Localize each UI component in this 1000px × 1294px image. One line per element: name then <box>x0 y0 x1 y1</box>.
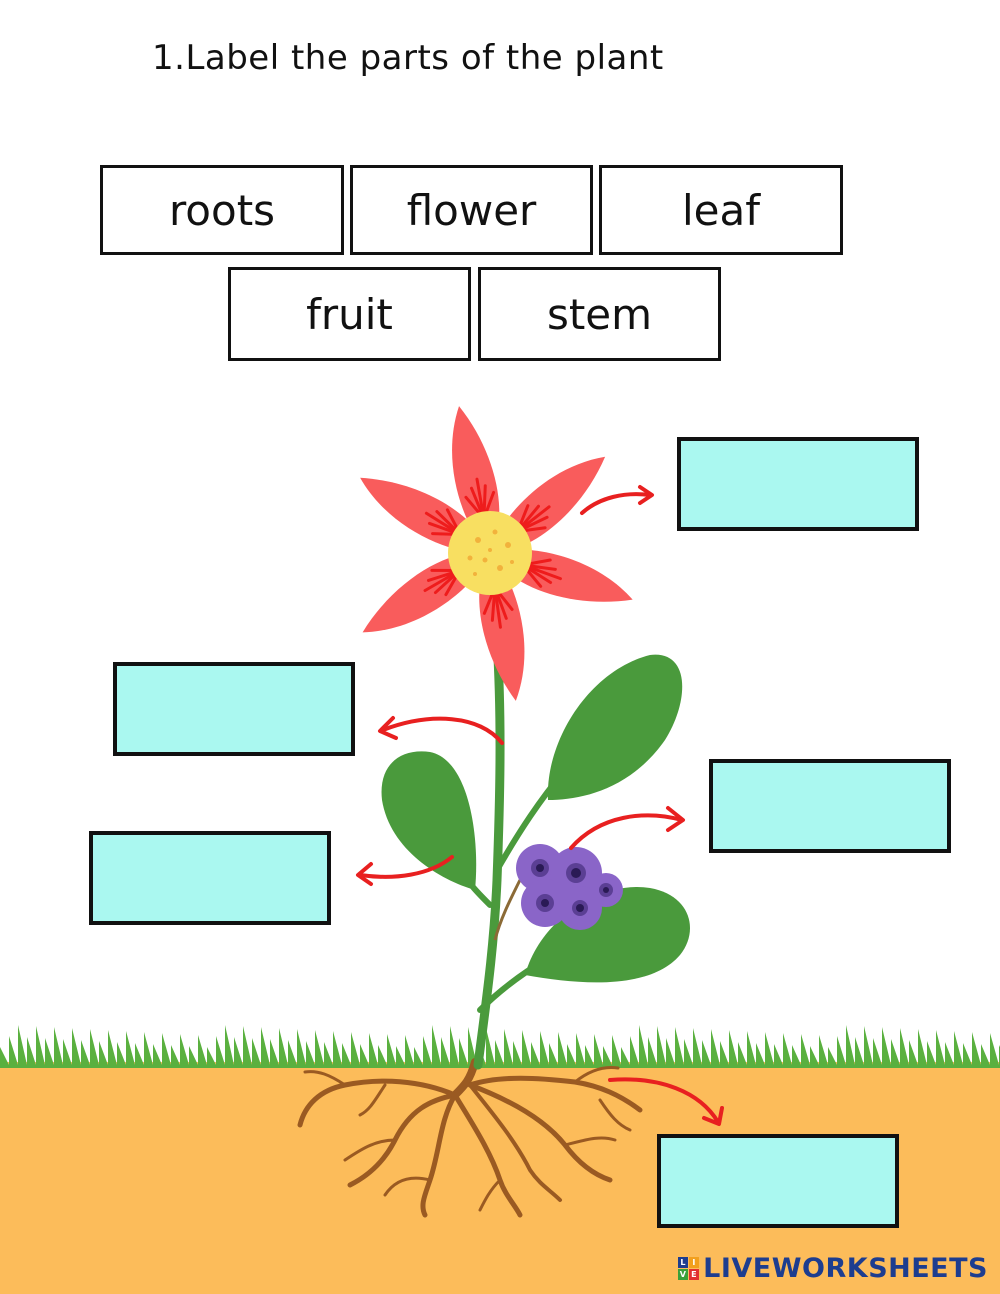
grass <box>0 1025 1000 1068</box>
instruction-title: 1.Label the parts of the plant <box>152 38 664 78</box>
word-card-stem[interactable]: stem <box>478 267 721 361</box>
answer-box-flower[interactable] <box>677 437 919 531</box>
roots-drawing <box>297 1058 643 1218</box>
word-card-flower[interactable]: flower <box>350 165 593 255</box>
answer-box-left-upper[interactable] <box>113 662 355 756</box>
word-card-leaf[interactable]: leaf <box>599 165 843 255</box>
answer-box-left-lower[interactable] <box>89 831 331 925</box>
brand-name: LIVEWORKSHEETS <box>703 1253 988 1284</box>
flower-drawing <box>360 406 633 701</box>
word-card-fruit[interactable]: fruit <box>228 267 471 361</box>
answer-box-fruit[interactable] <box>709 759 951 853</box>
word-card-roots[interactable]: roots <box>100 165 344 255</box>
leaves-drawing <box>381 654 690 983</box>
fruit-drawing <box>493 844 623 941</box>
answer-box-roots[interactable] <box>657 1134 899 1228</box>
arrows <box>356 485 724 1126</box>
grass-blades <box>0 1025 1000 1068</box>
